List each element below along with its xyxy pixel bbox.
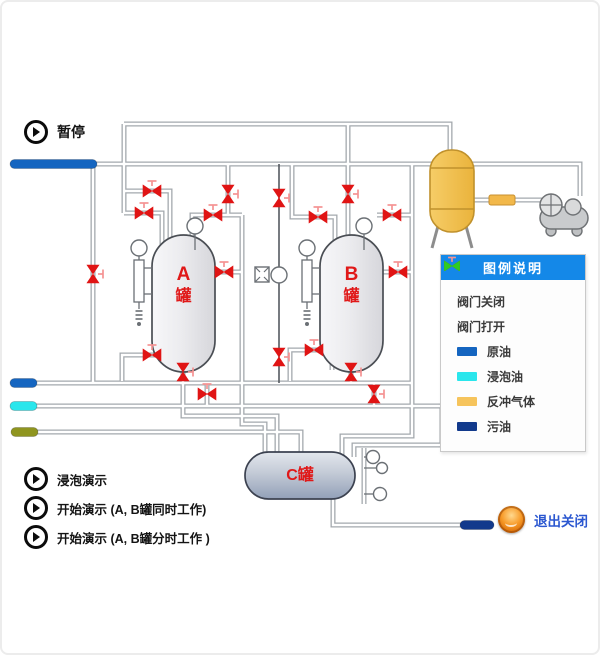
gas-buffer-vessel — [429, 149, 475, 249]
legend-item: 阀门关闭 — [444, 256, 585, 309]
crude-oil-inlet-cap — [9, 378, 38, 388]
pause-button[interactable]: 暂停 — [24, 120, 85, 144]
tank-c — [244, 451, 356, 500]
valve-closed-icon[interactable] — [304, 339, 324, 357]
play-icon — [24, 525, 48, 549]
valve-closed-icon[interactable] — [444, 256, 460, 272]
valve-closed-icon[interactable] — [142, 344, 162, 362]
pipe — [289, 164, 338, 254]
level-gauge — [298, 239, 320, 326]
valve-closed-icon[interactable] — [341, 184, 359, 204]
legend-color-swatch — [457, 346, 477, 356]
backflush-inlet-cap — [10, 427, 39, 437]
valve-closed-icon[interactable] — [367, 384, 385, 404]
exit-label: 退出关闭 — [534, 513, 588, 529]
gas-pipe-segment — [488, 194, 516, 206]
legend-title: 图例说明 — [441, 255, 585, 280]
valve-closed-icon[interactable] — [176, 362, 194, 382]
legend-item-label: 原油 — [487, 344, 512, 359]
legend-item-label: 反冲气体 — [487, 394, 536, 409]
level-gauge — [130, 239, 152, 326]
tank-a — [151, 234, 216, 373]
pressure-gauge-icon — [355, 217, 373, 250]
pause-label: 暂停 — [57, 124, 85, 140]
demo-button-label: 浸泡演示 — [57, 473, 108, 488]
compressor — [539, 193, 589, 237]
demo-buttons: 浸泡演示开始演示 (A, B罐同时工作) 开始演示 (A, B罐分时工作 ) — [24, 467, 210, 549]
valve-open-icon — [444, 256, 460, 272]
valve-closed-icon[interactable] — [134, 202, 154, 220]
valve-closed-icon[interactable] — [197, 383, 217, 401]
tank-c-gauge-icon — [365, 449, 381, 465]
valve-closed-icon[interactable] — [203, 204, 223, 222]
pipe — [351, 406, 445, 457]
legend-panel: 图例说明 阀门关闭阀门打开原油浸泡油反冲气体污油 — [440, 254, 586, 452]
demo-button-3[interactable]: 开始演示 (A, B罐分时工作 ) — [24, 525, 210, 549]
legend-item: 浸泡油 — [457, 368, 585, 384]
valve-closed-icon[interactable] — [142, 180, 162, 198]
pipe — [32, 161, 583, 196]
tank-c-gauge-icon — [372, 486, 388, 502]
tank-b — [319, 234, 384, 373]
tank-c-gauge-icon — [375, 461, 389, 475]
valve-closed-icon[interactable] — [344, 362, 362, 382]
gas-inlet-cap — [9, 159, 98, 169]
flow-indicator-icon — [270, 266, 288, 284]
demo-button-1[interactable]: 浸泡演示 — [24, 467, 210, 491]
valve-closed-icon[interactable] — [221, 184, 239, 204]
pipe — [330, 492, 464, 528]
legend-color-swatch — [457, 371, 477, 381]
valve-closed-icon[interactable] — [272, 347, 290, 367]
pressure-gauge-icon — [186, 217, 204, 250]
legend-item-label: 污油 — [487, 419, 512, 434]
legend-item: 原油 — [457, 343, 585, 359]
legend-color-swatch — [457, 396, 477, 406]
pipe — [124, 121, 453, 154]
legend-color-swatch — [457, 421, 477, 431]
play-icon — [24, 496, 48, 520]
pipe — [14, 429, 304, 457]
legend-item: 反冲气体 — [457, 393, 585, 409]
soak-oil-inlet-cap — [9, 401, 38, 411]
exit-power-icon — [498, 506, 525, 533]
legend-item: 污油 — [457, 418, 585, 434]
demo-button-label: 开始演示 (A, B罐同时工作) — [57, 502, 207, 517]
legend-item-label: 浸泡油 — [487, 369, 524, 384]
legend-item: 阀门打开 — [444, 256, 585, 334]
valve-closed-icon[interactable] — [86, 264, 104, 284]
exit-button[interactable]: 退出关闭 — [498, 506, 588, 533]
valve-closed-icon[interactable] — [382, 204, 402, 222]
demo-button-label: 开始演示 (A, B罐分时工作 ) — [57, 531, 210, 546]
valve-closed-icon[interactable] — [214, 261, 234, 279]
valve-closed-icon[interactable] — [308, 206, 328, 224]
pipe — [239, 383, 268, 457]
play-icon — [24, 120, 48, 144]
legend-item-label: 阀门打开 — [457, 319, 506, 334]
dirty-oil-outlet-cap — [459, 520, 495, 530]
valve-closed-icon[interactable] — [388, 261, 408, 279]
play-icon — [24, 467, 48, 491]
valve-closed-icon[interactable] — [272, 188, 290, 208]
legend-item-label: 阀门关闭 — [457, 294, 506, 309]
demo-button-2[interactable]: 开始演示 (A, B罐同时工作) — [24, 496, 210, 520]
legend-items: 阀门关闭阀门打开原油浸泡油反冲气体污油 — [441, 256, 585, 434]
